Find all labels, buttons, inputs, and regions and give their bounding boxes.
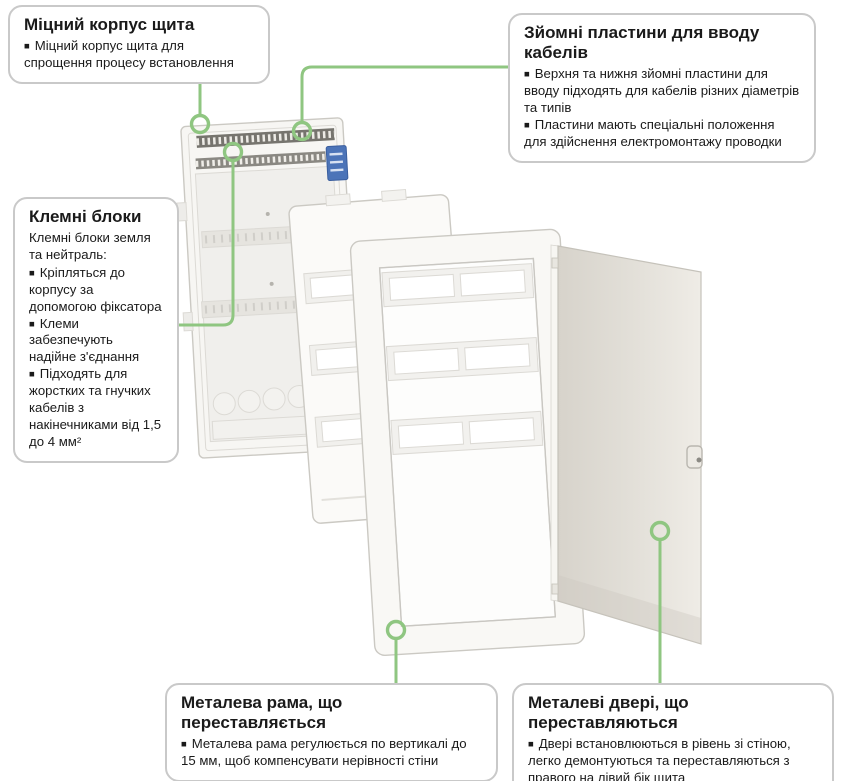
door-handle — [686, 445, 703, 469]
bullet-square-icon: ■ — [24, 41, 30, 53]
bullet-item: ■Металева рама регулюється по вертикалі … — [181, 736, 467, 768]
bullet-square-icon: ■ — [29, 267, 35, 279]
callout-body: ■Кріпляться до корпусу за допомогою фікс… — [29, 265, 163, 451]
frame-module-row — [385, 336, 539, 382]
callout-line-cable-plates — [300, 65, 511, 124]
callout-ring-terminal-blocks — [222, 141, 244, 163]
callout-ring-housing — [189, 113, 211, 135]
terminal-strip-top — [196, 128, 335, 148]
cover-clip — [325, 193, 351, 207]
bullet-square-icon: ■ — [29, 369, 35, 381]
door-illustration — [550, 244, 703, 645]
frame-module-row — [390, 410, 544, 455]
callout-box-metal-door: Металеві двері, що переставляються ■Двер… — [512, 683, 834, 781]
cover-clip — [381, 188, 407, 202]
callout-box-terminal-blocks: Клемні блоки Клемні блоки земля та нейтр… — [13, 197, 179, 463]
bullet-item: ■Верхня та нижня зйомні пластини для вво… — [524, 66, 800, 115]
bullet-item: ■Кріпляться до корпусу за допомогою фікс… — [29, 264, 162, 314]
bullet-item: ■Двері встановлюються в рівень зі стіною… — [528, 736, 791, 781]
bullet-item: ■Підходять для жорстких та гнучких кабел… — [29, 366, 162, 449]
callout-ring-cable-plates — [291, 120, 313, 142]
bullet-item: ■Пластини мають спеціальні положення для… — [524, 116, 782, 149]
callout-body: ■Верхня та нижня зйомні пластини для вво… — [524, 66, 800, 150]
blue-terminal-block — [325, 145, 349, 181]
bullet-item: ■Клеми забезпечують надійне з'єднання — [29, 315, 140, 365]
fixing-tab — [182, 311, 194, 332]
door-hinge — [551, 257, 559, 269]
door-hinge — [551, 583, 559, 595]
bullet-item: ■Міцний корпус щита для спрощення процес… — [24, 38, 234, 70]
terminal-strip-lower — [195, 151, 326, 170]
callout-line-terminal-blocks — [174, 159, 235, 327]
bullet-square-icon: ■ — [181, 739, 187, 751]
callout-ring-metal-frame — [385, 619, 407, 641]
callout-box-cable-plates: Зйомні пластини для вводу кабелів ■Верхн… — [508, 13, 816, 163]
frame-module-row — [381, 263, 535, 308]
callout-body: ■Двері встановлюються в рівень зі стіною… — [528, 736, 818, 781]
callout-title: Клемні блоки — [29, 207, 142, 226]
callout-box-housing: Міцний корпус щита ■Міцний корпус щита д… — [8, 5, 270, 84]
bullet-square-icon: ■ — [524, 119, 530, 131]
bullet-square-icon: ■ — [524, 69, 530, 81]
callout-title: Металеві двері, що переставляються — [528, 693, 689, 733]
callout-box-metal-frame: Металева рама, що переставляється ■Метал… — [165, 683, 498, 781]
callout-ring-metal-door — [649, 520, 671, 542]
callout-body: ■Металева рама регулюється по вертикалі … — [181, 736, 482, 770]
callout-title: Металева рама, що переставляється — [181, 693, 343, 733]
callout-body: ■Міцний корпус щита для спрощення процес… — [24, 38, 254, 72]
metal-frame-illustration — [349, 228, 586, 656]
callout-title: Зйомні пластини для вводу кабелів — [524, 23, 760, 63]
bullet-square-icon: ■ — [29, 318, 35, 330]
callout-title: Міцний корпус щита — [24, 15, 195, 34]
callout-intro: Клемні блоки земля та нейтраль: — [29, 230, 151, 262]
bullet-square-icon: ■ — [528, 739, 534, 751]
